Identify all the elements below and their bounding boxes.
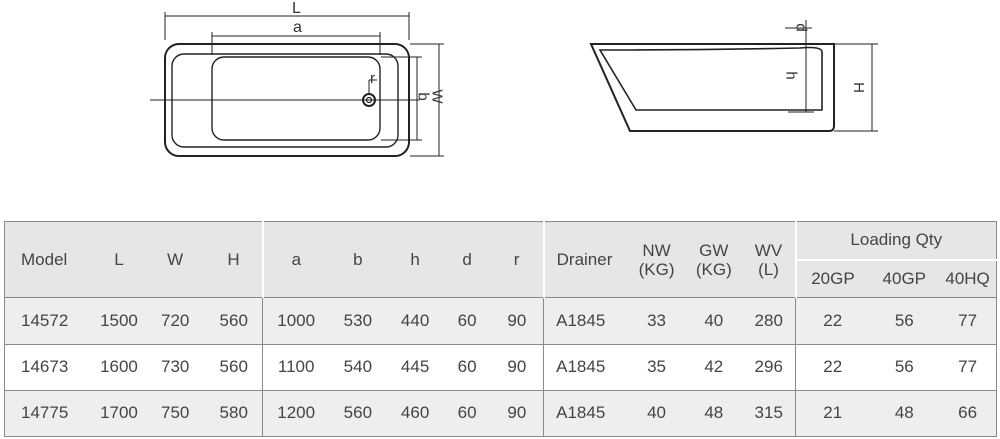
cell-L: 1500 — [92, 297, 145, 345]
cell-d: 60 — [443, 297, 491, 345]
cell-model: 14572 — [3, 297, 93, 345]
cell-model: 14673 — [3, 343, 93, 391]
dim-label-h: h — [782, 71, 800, 80]
cell-a: 1000 — [262, 297, 330, 345]
header-r: r — [490, 220, 544, 298]
dim-label-r: r — [370, 70, 375, 87]
header-b: b — [329, 220, 387, 298]
cell-drainer: A1845 — [543, 297, 628, 345]
header-drainer: Drainer — [542, 220, 628, 298]
cell-h: 445 — [386, 343, 444, 391]
header-nw-unit: (KG) — [638, 259, 675, 279]
header-40hq: 40HQ — [939, 258, 998, 298]
header-W: W — [145, 220, 206, 298]
header-L: L — [92, 220, 145, 298]
header-h: h — [386, 220, 444, 298]
cell-wv: 315 — [742, 389, 796, 438]
header-d: d — [443, 220, 491, 298]
dim-label-W: W — [428, 89, 446, 104]
cell-W: 720 — [145, 297, 206, 345]
cell-40hq: 77 — [939, 343, 998, 391]
header-wv-label: WV — [754, 240, 783, 260]
cell-gw: 48 — [685, 389, 743, 438]
table-header-row-2: 20GP 40GP 40HQ — [5, 258, 998, 298]
cell-L: 1700 — [92, 389, 145, 438]
cell-40gp: 56 — [869, 297, 940, 345]
cell-model: 14775 — [3, 389, 93, 438]
header-wv: WV (L) — [742, 220, 796, 298]
cell-a: 1200 — [262, 389, 330, 438]
header-40gp: 40GP — [869, 258, 940, 298]
cell-20gp: 22 — [795, 343, 870, 391]
cell-nw: 35 — [627, 343, 686, 391]
cell-H: 560 — [205, 297, 263, 345]
header-gw-label: GW — [699, 240, 729, 260]
dim-label-d: d — [792, 23, 810, 32]
table-row: 14775 1700 750 580 1200 560 460 60 90 A1… — [3, 389, 998, 438]
cell-b: 560 — [329, 389, 387, 438]
header-20gp: 20GP — [794, 258, 870, 298]
cell-h: 440 — [386, 297, 444, 345]
technical-drawing: L a r b W d h H — [150, 0, 878, 157]
table-header-row-1: Model L W H a b h d r Drainer NW (KG) GW… — [3, 220, 997, 298]
cell-nw: 33 — [627, 297, 686, 345]
cell-H: 560 — [205, 343, 263, 391]
cell-40gp: 56 — [869, 343, 940, 391]
header-a: a — [261, 220, 330, 298]
cell-W: 730 — [145, 343, 206, 391]
header-H: H — [205, 220, 263, 298]
header-gw: GW (KG) — [685, 220, 743, 298]
cell-h: 460 — [386, 389, 444, 438]
bathtub-drawings-svg — [150, 12, 878, 157]
cell-L: 1600 — [92, 343, 145, 391]
cell-wv: 296 — [742, 343, 796, 391]
table-row: 14572 1500 720 560 1000 530 440 60 90 A1… — [3, 297, 998, 345]
cell-a: 1100 — [262, 343, 330, 391]
header-gw-unit: (KG) — [695, 259, 732, 279]
dim-label-a: a — [293, 19, 302, 36]
header-loading-qty: Loading Qty — [794, 220, 997, 260]
header-nw: NW (KG) — [627, 220, 686, 298]
dim-label-L: L — [292, 0, 301, 17]
cell-W: 750 — [145, 389, 206, 438]
header-model: Model — [3, 220, 93, 298]
cell-r: 90 — [490, 297, 544, 345]
cell-20gp: 21 — [795, 389, 870, 438]
side-view-drawing — [589, 20, 878, 132]
cell-b: 530 — [329, 297, 387, 345]
cell-40hq: 77 — [939, 297, 998, 345]
header-wv-unit: (L) — [758, 259, 779, 279]
cell-20gp: 22 — [795, 297, 870, 345]
header-nw-label: NW — [642, 240, 671, 260]
cell-drainer: A1845 — [543, 343, 628, 391]
cell-r: 90 — [490, 389, 544, 438]
table-row: 14673 1600 730 560 1100 540 445 60 90 A1… — [3, 343, 998, 391]
cell-gw: 40 — [685, 297, 743, 345]
cell-40hq: 66 — [939, 389, 998, 438]
cell-H: 580 — [205, 389, 263, 438]
spec-table: Model L W H a b h d r Drainer NW (KG) GW… — [3, 220, 998, 438]
cell-b: 540 — [329, 343, 387, 391]
cell-gw: 42 — [685, 343, 743, 391]
cell-wv: 280 — [742, 297, 796, 345]
dim-label-H: H — [849, 82, 867, 93]
cell-r: 90 — [490, 343, 544, 391]
cell-40gp: 48 — [869, 389, 940, 438]
cell-drainer: A1845 — [543, 389, 628, 438]
cell-d: 60 — [443, 343, 491, 391]
cell-d: 60 — [443, 389, 491, 438]
top-view-drawing — [150, 12, 444, 157]
cell-nw: 40 — [627, 389, 686, 438]
